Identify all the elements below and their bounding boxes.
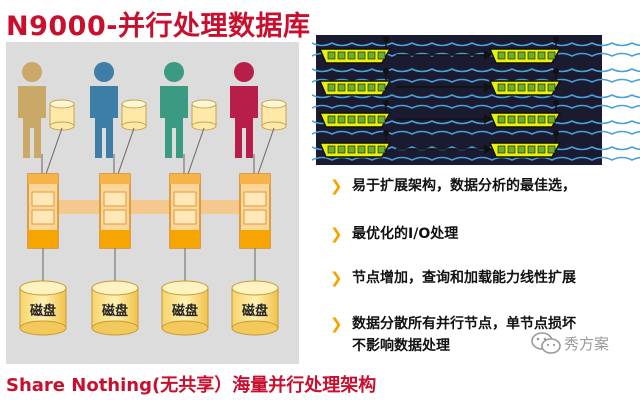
node: 磁盘 — [160, 62, 217, 336]
boat-icon — [488, 36, 562, 64]
parallel-flow-svg — [311, 35, 640, 165]
disk-label: 磁盘 — [30, 303, 56, 319]
share-nothing-diagram: 磁盘 磁盘 磁盘 磁盘 — [18, 62, 287, 336]
disk-label: 磁盘 — [102, 303, 128, 319]
node: 磁盘 — [230, 62, 287, 336]
boat-icon — [488, 130, 562, 158]
interconnect-bar — [46, 200, 266, 214]
feature-text: 最优化的I/O处理 — [352, 226, 459, 242]
boat-icon — [488, 100, 562, 128]
chevron-right-icon: ❯ — [330, 225, 343, 243]
wave-line — [311, 156, 640, 161]
footer-caption: Share Nothing(无共享）海量并行处理架构 — [6, 375, 377, 396]
user-icon — [230, 62, 258, 158]
disk-icon — [161, 280, 209, 336]
wave-line — [311, 104, 640, 109]
server-node — [169, 173, 201, 249]
database-icon — [191, 99, 217, 131]
parallel-flow-illustration — [311, 35, 640, 165]
database-icon — [121, 99, 147, 131]
connector-line — [45, 127, 63, 175]
disk-icon — [19, 280, 67, 336]
boat-icon — [318, 36, 392, 64]
feature-text: 节点增加，查询和加载能力线性扩展 — [352, 270, 576, 286]
wave-line — [311, 68, 640, 73]
feature-text: 数据分散所有并行节点，单节点损坏 — [352, 316, 576, 332]
disk-label: 磁盘 — [242, 303, 268, 319]
disk-icon — [91, 280, 139, 336]
user-icon — [160, 62, 188, 158]
arrow-head-icon — [484, 114, 492, 124]
feature-text: 易于扩展架构，数据分析的最佳选， — [352, 178, 576, 194]
user-icon — [90, 62, 118, 158]
database-icon — [49, 99, 75, 131]
chevron-right-icon: ❯ — [330, 177, 343, 195]
boat-icon — [488, 68, 562, 96]
server-node — [239, 173, 271, 249]
database-icon — [261, 99, 287, 131]
wave-line — [311, 130, 640, 135]
arrow-head-icon — [484, 82, 492, 92]
feature-text: 不影响数据处理 — [352, 338, 450, 354]
watermark: 秀方案 — [530, 331, 636, 355]
wechat-icon — [531, 332, 561, 354]
chevron-right-icon: ❯ — [330, 269, 343, 287]
node: 磁盘 — [90, 62, 147, 336]
wave-line — [311, 42, 640, 47]
server-node — [27, 173, 59, 249]
disk-icon — [231, 280, 279, 336]
boat-icon — [318, 100, 392, 128]
boat-icon — [318, 68, 392, 96]
node: 磁盘 — [18, 62, 75, 336]
server-node — [99, 173, 131, 249]
user-icon — [18, 62, 46, 158]
disk-label: 磁盘 — [172, 303, 198, 319]
architecture-diagram: 磁盘 磁盘 磁盘 磁盘 — [6, 42, 299, 364]
connector-line — [187, 127, 205, 175]
watermark-text: 秀方案 — [564, 335, 610, 353]
boat-icon — [318, 130, 392, 158]
connector-line — [257, 127, 275, 175]
page-title: N9000-并行处理数据库 — [6, 11, 311, 42]
connector-line — [117, 127, 135, 175]
arrow-head-icon — [484, 50, 492, 60]
chevron-right-icon: ❯ — [330, 315, 343, 333]
arrow-head-icon — [484, 144, 492, 154]
